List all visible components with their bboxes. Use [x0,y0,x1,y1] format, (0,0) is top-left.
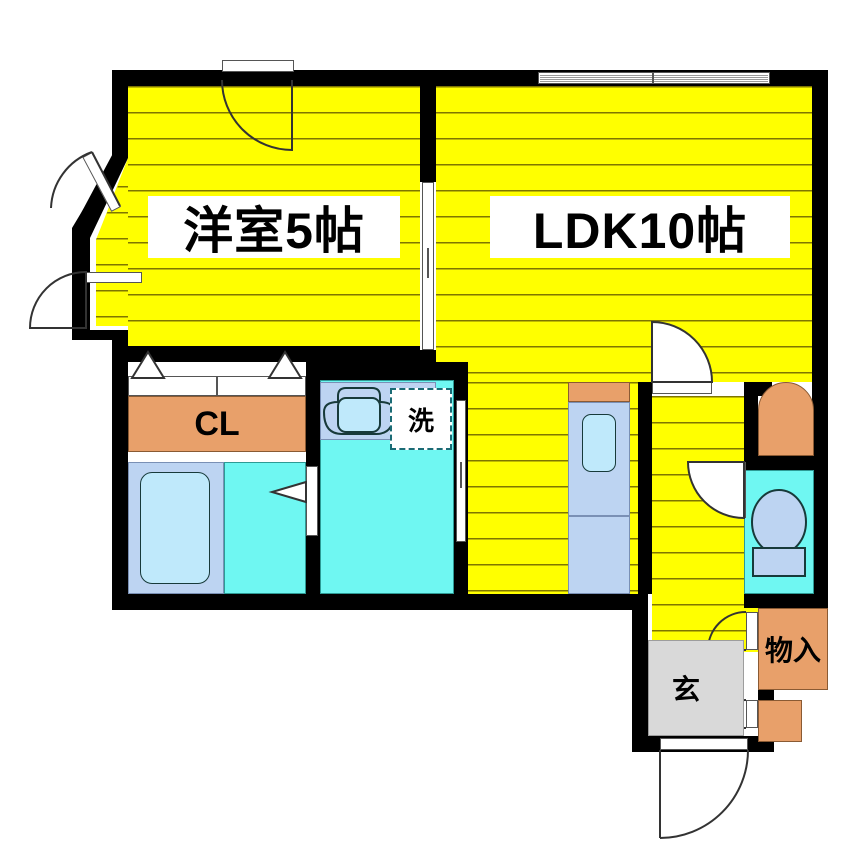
shoe-box-door-leaf[interactable] [746,700,758,728]
wall-hall-left [638,382,652,594]
wall-left-upper [112,70,128,158]
wall-upper-storage-bottom [744,456,828,470]
toilet-door-leaf[interactable] [734,462,746,518]
wall-right-outer-upper [812,70,828,610]
entrance-floor [648,640,744,736]
storage-door-leaf[interactable] [746,612,758,650]
bedroom-entry-door-leaf[interactable] [222,60,294,72]
toilet-room-fill [744,470,814,594]
wall-entry-left [632,594,648,752]
bathtub [140,472,210,584]
washing-machine-space: 洗 [390,388,452,450]
kitchen-upper-cabinet [568,382,630,402]
bath-door-leaf[interactable] [306,466,318,536]
bedroom-bay-window-a-leaf[interactable] [82,152,122,212]
bedroom-ldk-sliding-door-joint [427,248,429,278]
kitchen-sink-basin [582,414,616,472]
storage-label: 物入 [764,635,821,666]
dressing-room-fill [224,462,306,594]
closet-fill [128,396,306,452]
wall-bottom-left [112,594,632,610]
wall-bedroom-ldk-upper [420,86,436,182]
ldk-window-pane-a [540,74,652,82]
wall-right-outer-lower [758,594,828,610]
wall-top-left [112,70,420,86]
kitchen-base-cabinet [568,516,630,594]
wall-bedroom-bottom [112,346,420,362]
shoe-box-fill [758,700,802,742]
ldk-window-mullion [652,72,654,84]
ldk-hall-door-leaf[interactable] [652,382,712,394]
hallway-floor [652,396,758,652]
front-entrance-door-leaf[interactable] [660,738,748,750]
upper-storage-fill [758,382,814,456]
bedroom-label: 洋室5帖 [148,196,400,259]
wall-upper-storage-left [744,382,758,464]
closet-label: CL [194,404,240,443]
closet-door-joint [216,376,218,396]
storage-fill [758,608,828,690]
wall-washroom-top [306,362,468,380]
entrance-label: 玄 [671,674,700,705]
bedroom-bay-window-b-leaf[interactable] [86,272,142,283]
washroom-sliding-door-joint [460,462,462,488]
ldk-label: LDK10帖 [490,196,790,259]
ldk-window-pane-b [654,74,768,82]
wall-left-wet-area [112,362,128,610]
wall-storage-left [744,594,758,608]
